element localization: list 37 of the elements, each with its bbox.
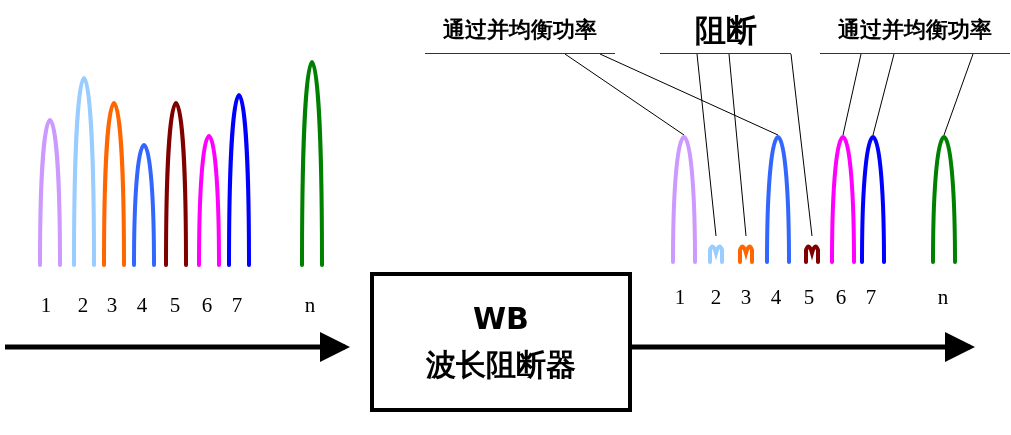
device-name: 波长阻断器 [426,347,576,383]
peak-number: 6 [834,284,848,310]
spectral-peak-icon [930,135,958,264]
leader-line [728,53,747,237]
callout-label: 阻断 [660,12,791,54]
peak-number: n [936,284,950,310]
callout-label: 通过并均衡功率 [425,16,615,54]
leader-line [790,53,813,237]
leader-line [943,53,974,136]
spectral-peak-icon [670,135,698,264]
peak-number: 1 [39,292,53,318]
peak-number: 1 [673,284,687,310]
peak-number: 2 [709,284,723,310]
peak-number: 5 [168,292,182,318]
peak-number: 4 [769,284,783,310]
arrow [632,332,975,362]
peak-number: 7 [864,284,878,310]
spectral-peak-icon [859,135,887,264]
peak-number: 2 [76,292,90,318]
peak-number: 3 [105,292,119,318]
leader-line [696,53,717,237]
spectral-peak-icon [829,135,857,264]
leader-line [599,53,779,136]
peak-number: n [303,292,317,318]
device-code: WB [473,301,529,337]
spectral-peak-icon [764,135,792,264]
callout-label: 通过并均衡功率 [820,16,1010,54]
peak-number: 3 [739,284,753,310]
arrow [5,332,350,362]
peak-number: 5 [802,284,816,310]
peak-number: 6 [200,292,214,318]
filter-box [370,272,632,412]
leader-line [872,53,895,136]
leader-line [842,53,862,136]
leader-line [564,53,685,136]
peak-number: 4 [135,292,149,318]
peak-number: 7 [230,292,244,318]
